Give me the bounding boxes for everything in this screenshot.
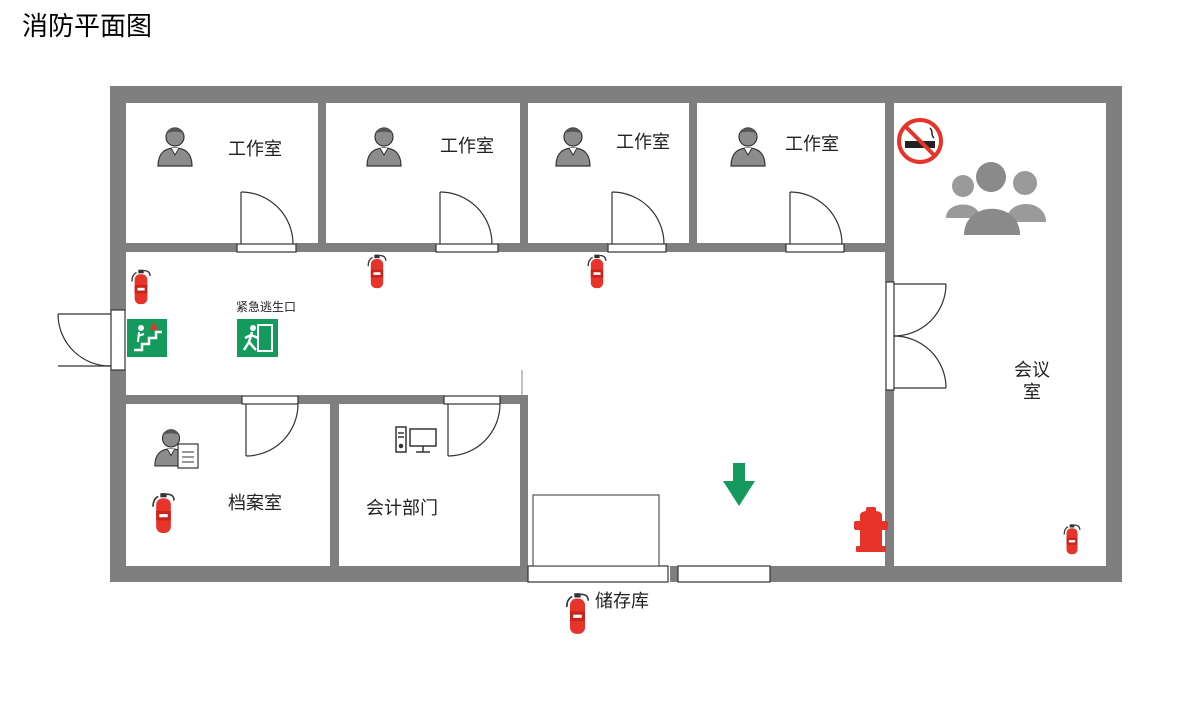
fire-extinguisher-icon [367, 253, 387, 289]
evacuation-arrow-down-icon [723, 463, 755, 506]
room-label-studio3: 工作室 [616, 132, 670, 153]
stairs-exit-icon [127, 319, 167, 357]
person-with-clipboard-icon [154, 429, 199, 469]
doors [57, 191, 947, 583]
room-label-accounting: 会计部门 [366, 498, 438, 519]
page-title: 消防平面图 [22, 12, 153, 42]
no-smoking-icon [897, 118, 943, 164]
room-label-studio4: 工作室 [785, 134, 839, 155]
fire-extinguisher-icon [1063, 523, 1081, 555]
outer-walls [110, 86, 1122, 582]
computer-icon [395, 426, 437, 453]
stair-block [532, 494, 660, 567]
room-label-studio2: 工作室 [440, 136, 494, 157]
room-label-meeting-2: 室 [1023, 382, 1041, 403]
room-label-archive: 档案室 [228, 493, 282, 514]
fire-hydrant-icon [854, 507, 888, 552]
room-label-meeting-1: 会议 [1014, 360, 1050, 381]
person-icon [730, 127, 766, 167]
fire-extinguisher-icon [587, 253, 607, 289]
person-icon [366, 127, 402, 167]
emergency-exit-label: 紧急逃生口 [236, 299, 296, 314]
meeting-group-icon [946, 162, 1046, 235]
emergency-exit-sign-icon [237, 319, 278, 357]
person-icon [157, 127, 193, 167]
room-label-studio1: 工作室 [228, 139, 282, 160]
interior-walls [110, 86, 894, 582]
room-label-storage: 储存库 [595, 591, 649, 612]
fire-extinguisher-icon [565, 592, 590, 635]
fire-extinguisher-icon [152, 492, 175, 534]
fire-extinguisher-icon [131, 268, 151, 305]
person-icon [555, 127, 591, 167]
